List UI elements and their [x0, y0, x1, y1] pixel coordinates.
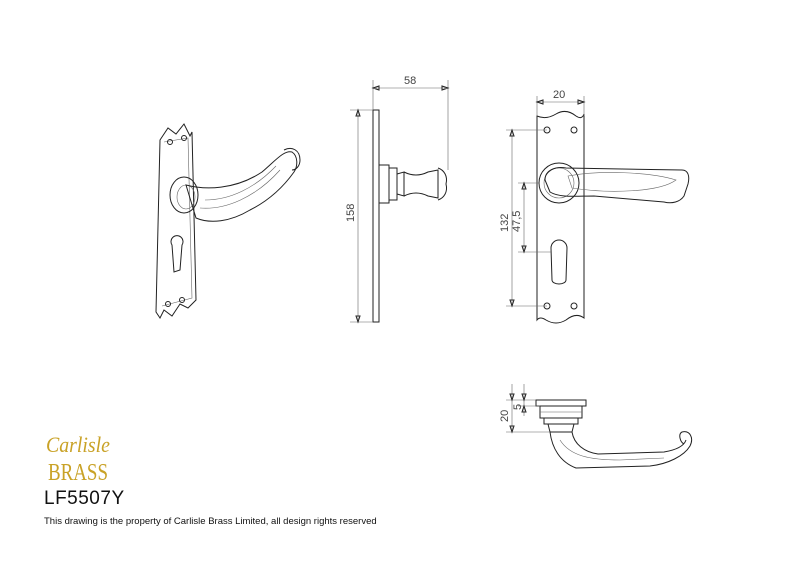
- carlisle-brass-logo-icon: Carlisle BRASS: [46, 432, 110, 486]
- front-centres-label: 132: [499, 214, 511, 232]
- copyright-notice: This drawing is the property of Carlisle…: [44, 516, 377, 527]
- side-depth-label: 58: [404, 75, 416, 87]
- svg-text:Carlisle: Carlisle: [46, 432, 110, 457]
- side-view: 58 158: [345, 75, 450, 324]
- front-width-label: 20: [553, 89, 565, 101]
- top-rose-label: 5: [512, 404, 524, 410]
- top-height-label: 20: [499, 410, 511, 422]
- front-view: 20 132 47,5: [499, 89, 690, 324]
- front-offset-label: 47,5: [511, 211, 523, 232]
- product-code: LF5507Y: [44, 488, 125, 509]
- perspective-view: [155, 123, 301, 319]
- svg-text:BRASS: BRASS: [48, 460, 108, 486]
- side-height-label: 158: [345, 204, 357, 222]
- top-view: 20 5: [499, 384, 693, 469]
